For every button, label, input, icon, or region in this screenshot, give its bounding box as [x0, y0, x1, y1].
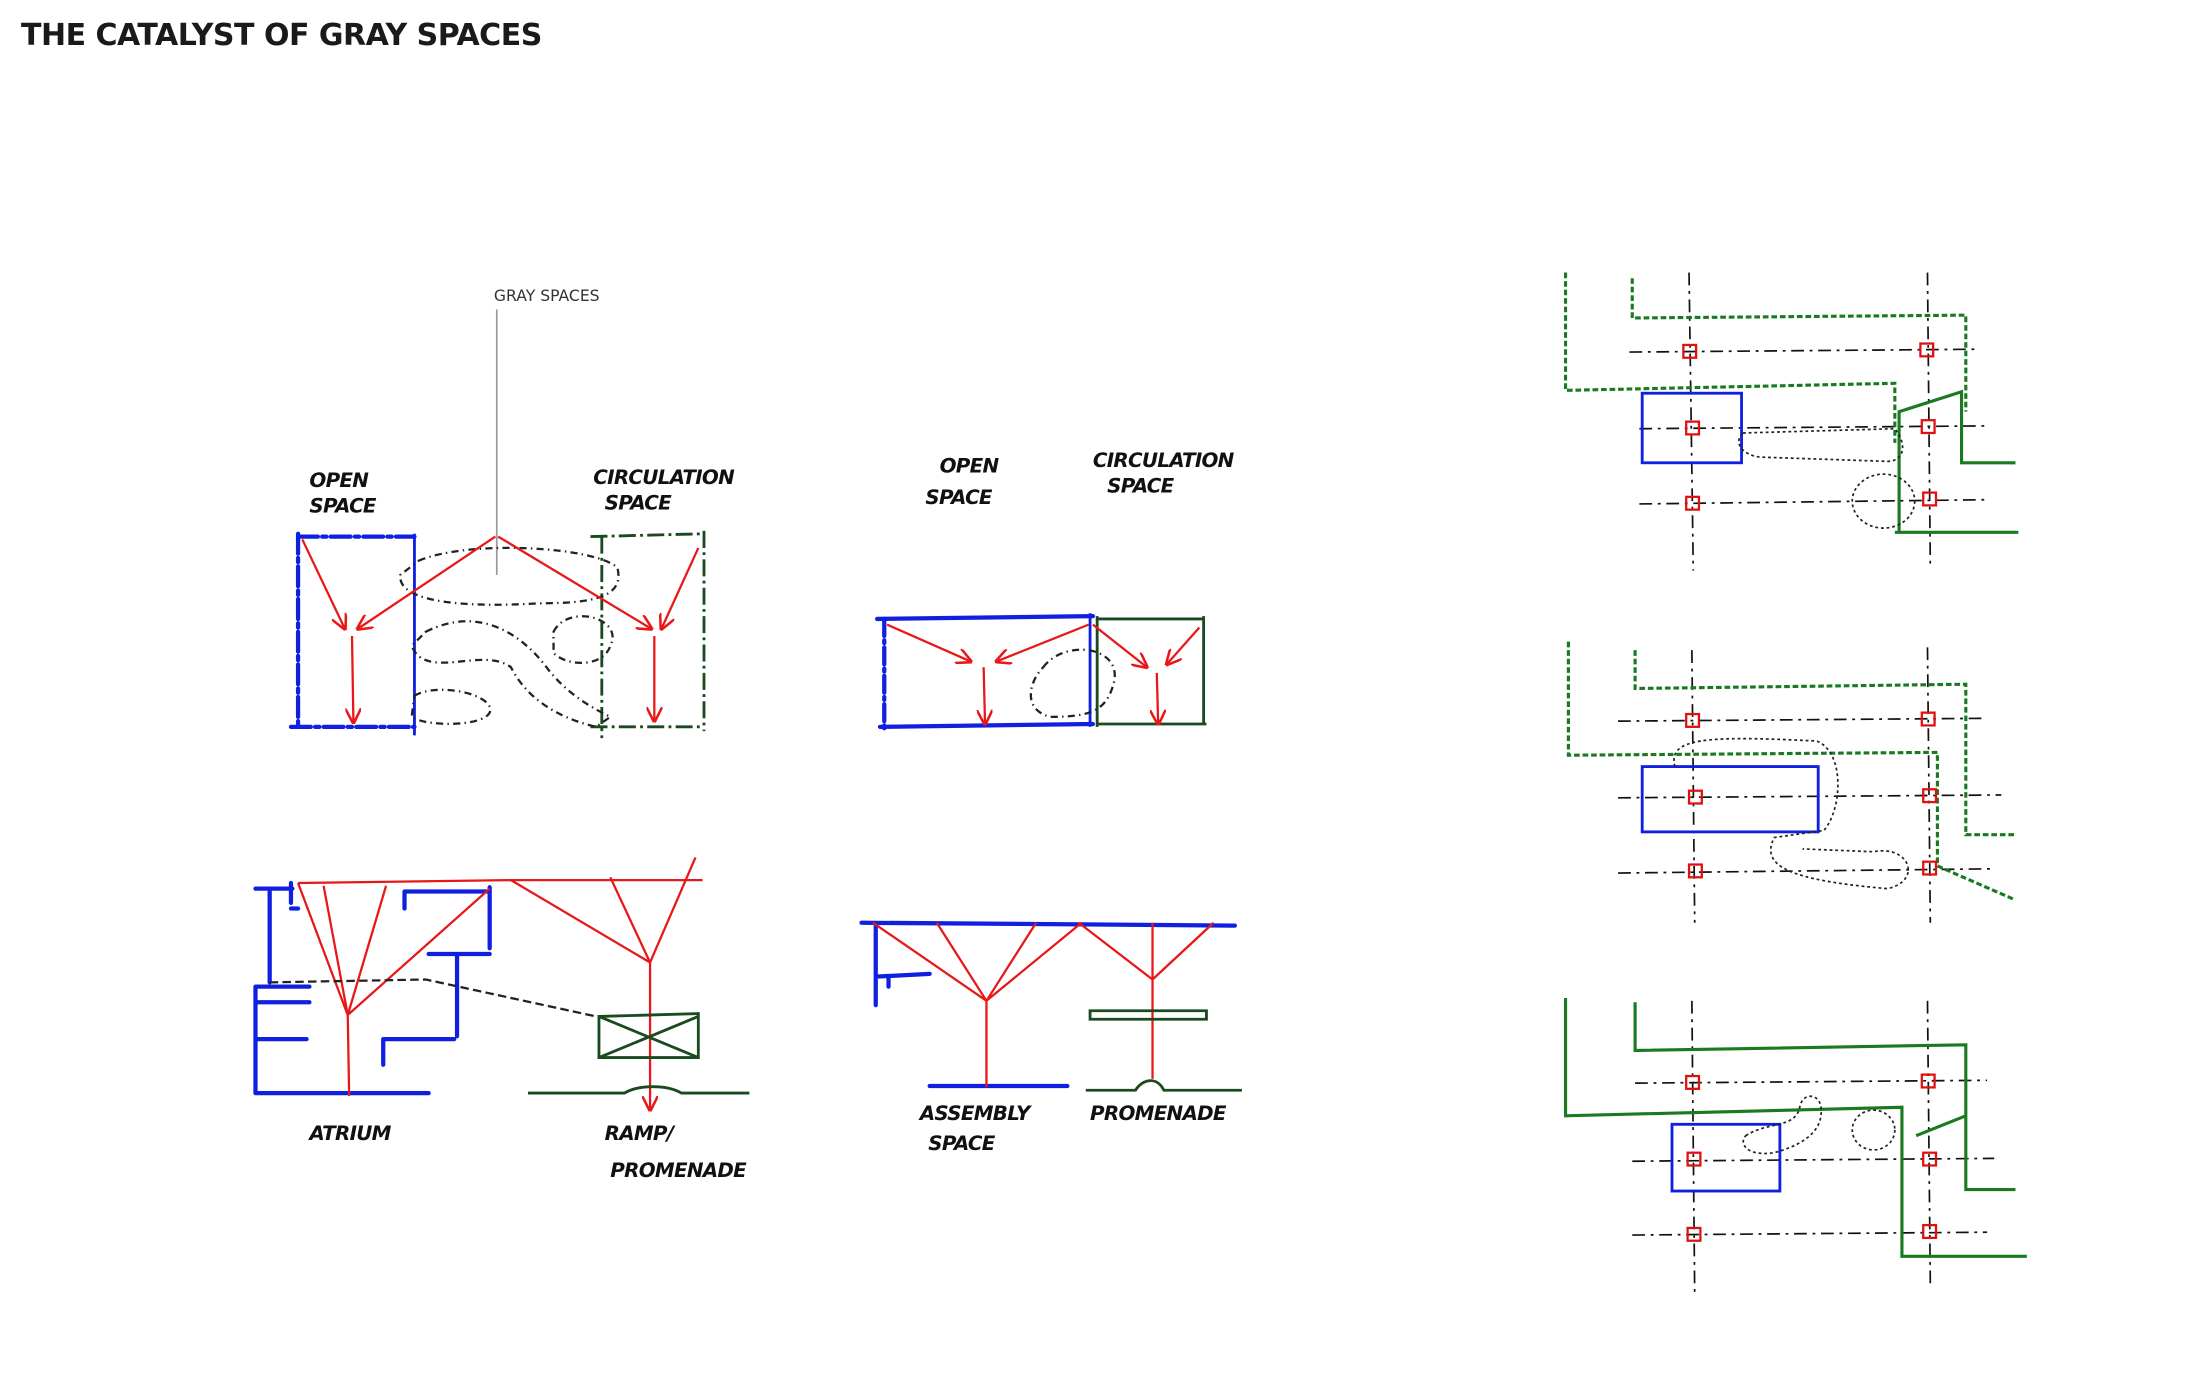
- label-assembly: ASSEMBLY: [918, 1102, 1033, 1125]
- label-circulation: CIRCULATION: [593, 466, 735, 489]
- label-promenade: PROMENADE: [610, 1159, 747, 1182]
- gray-space-blob: [410, 688, 492, 725]
- label-space: SPACE: [1107, 475, 1175, 498]
- label-atrium: ATRIUM: [307, 1122, 391, 1145]
- gray-space-blob: [399, 546, 620, 606]
- label-space: SPACE: [309, 494, 377, 517]
- diagram-open-vs-circulation-2: OPEN SPACE CIRCULATION SPACE: [875, 449, 1235, 735]
- diagram-open-vs-circulation-1: OPEN SPACE CIRCULATION SPACE: [288, 466, 736, 739]
- gray-space-blob: [410, 620, 613, 729]
- page-title: THE CATALYST OF GRAY SPACES: [21, 18, 542, 53]
- gray-space-blob: [552, 615, 614, 665]
- gray-spaces-callout: GRAY SPACES: [494, 287, 600, 305]
- plan-diagram-3: [1563, 997, 2027, 1295]
- label-space: SPACE: [605, 492, 673, 515]
- plan-diagram-1: [1563, 272, 2019, 571]
- label-open: OPEN: [940, 455, 1000, 478]
- label-space: SPACE: [925, 486, 993, 509]
- label-promenade: PROMENADE: [1090, 1102, 1227, 1125]
- gray-space-blob: [1029, 648, 1116, 719]
- label-ramp: RAMP/: [605, 1122, 676, 1145]
- label-space: SPACE: [928, 1132, 996, 1155]
- plan-diagram-2: [1566, 641, 2017, 923]
- label-open: OPEN: [309, 469, 369, 492]
- diagram-assembly-promenade: ASSEMBLY SPACE PROMENADE: [859, 920, 1242, 1155]
- label-circulation: CIRCULATION: [1093, 449, 1235, 472]
- diagram-atrium-ramp: ATRIUM RAMP/ PROMENADE: [253, 856, 750, 1182]
